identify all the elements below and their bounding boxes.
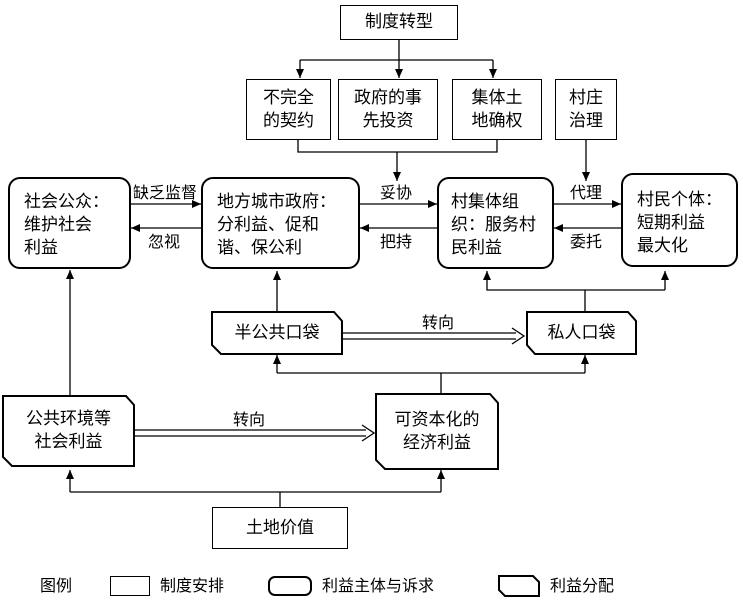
edge-label-ignore: 忽视 — [148, 232, 181, 251]
legend-subject: 利益主体与诉求 — [322, 576, 435, 595]
edge-label-control: 把持 — [380, 232, 413, 251]
node-public-env-label: 公共环境等 社会利益 — [26, 409, 111, 452]
edge-label-supervise: 缺乏监督 — [133, 183, 198, 202]
node-public-env: 公共环境等 社会利益 — [3, 396, 134, 466]
node-village-gov: 村庄 治理 — [555, 79, 617, 140]
shape-semi-public-pocket — [211, 311, 343, 355]
edges-horizontal — [131, 200, 621, 232]
legend-shape-subject — [268, 576, 312, 596]
node-institutional-change-label: 制度转型 — [365, 12, 433, 32]
shape-public-env — [2, 395, 135, 467]
node-institutional-change: 制度转型 — [340, 5, 458, 40]
edges-vertical — [66, 270, 669, 507]
node-village-collective: 村集体组 织：服务村 民利益 — [437, 177, 554, 269]
edge-label-entrust: 委托 — [570, 232, 603, 251]
node-semi-public-pocket-label: 半公共口袋 — [234, 323, 320, 343]
node-semi-public-pocket: 半公共口袋 — [212, 312, 342, 354]
node-land-value: 土地价值 — [212, 507, 348, 549]
node-incomplete-contract: 不完全 的契约 — [246, 79, 331, 140]
node-private-pocket: 私人口袋 — [527, 312, 636, 354]
distribution-shapes — [2, 311, 637, 597]
node-villager: 村民个体： 短期利益 最大化 — [621, 173, 738, 267]
edge-label-compromise: 妥协 — [380, 183, 413, 202]
node-village-gov-label: 村庄 治理 — [569, 87, 603, 131]
node-public: 社会公众： 维护社会 利益 — [8, 177, 131, 269]
edges-institutional — [296, 40, 590, 181]
node-collective-land: 集体土 地确权 — [452, 79, 542, 140]
edge-label-turn-2: 转向 — [233, 410, 266, 429]
node-local-gov-label: 地方城市政府： 分利益、促和 谐、保公利 — [217, 192, 336, 258]
node-gov-preinvest-label: 政府的事 先投资 — [354, 87, 422, 131]
shape-capital-econ — [375, 393, 499, 470]
legend-title: 图例 — [40, 576, 73, 595]
legend-distribution: 利益分配 — [550, 576, 615, 595]
node-village-collective-label: 村集体组 织：服务村 民利益 — [451, 192, 536, 258]
edges-turn — [134, 327, 526, 442]
node-private-pocket-label: 私人口袋 — [547, 323, 616, 343]
shape-private-pocket — [526, 311, 637, 355]
node-gov-preinvest: 政府的事 先投资 — [338, 79, 438, 140]
edge-label-turn-1: 转向 — [422, 313, 455, 332]
node-capital-econ-label: 可资本化的 经济利益 — [394, 409, 480, 453]
legend-institution: 制度安排 — [160, 576, 225, 595]
node-local-gov: 地方城市政府： 分利益、促和 谐、保公利 — [201, 177, 360, 269]
node-villager-label: 村民个体： 短期利益 最大化 — [637, 190, 722, 256]
node-land-value-label: 土地价值 — [246, 517, 314, 538]
node-capital-econ: 可资本化的 经济利益 — [376, 394, 498, 469]
edge-label-agent: 代理 — [570, 183, 603, 202]
node-incomplete-contract-label: 不完全 的契约 — [263, 87, 314, 131]
legend-shape-institution — [110, 576, 150, 596]
node-public-label: 社会公众： 维护社会 利益 — [24, 192, 109, 258]
legend-shape-distribution — [498, 575, 540, 597]
node-collective-land-label: 集体土 地确权 — [471, 87, 523, 131]
